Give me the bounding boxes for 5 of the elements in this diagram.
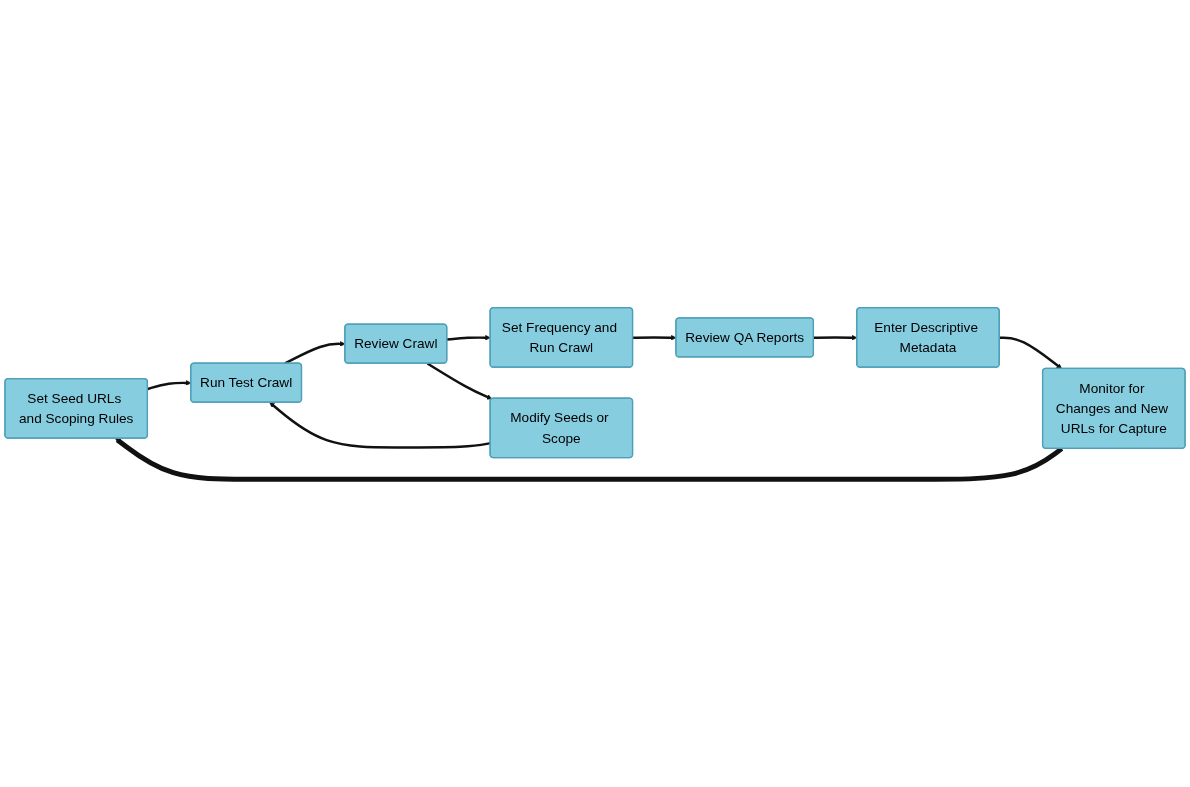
arrow <box>115 437 1064 482</box>
arrow <box>269 402 491 449</box>
arrow <box>426 362 493 400</box>
arrow <box>446 334 491 341</box>
arrow <box>999 336 1063 369</box>
